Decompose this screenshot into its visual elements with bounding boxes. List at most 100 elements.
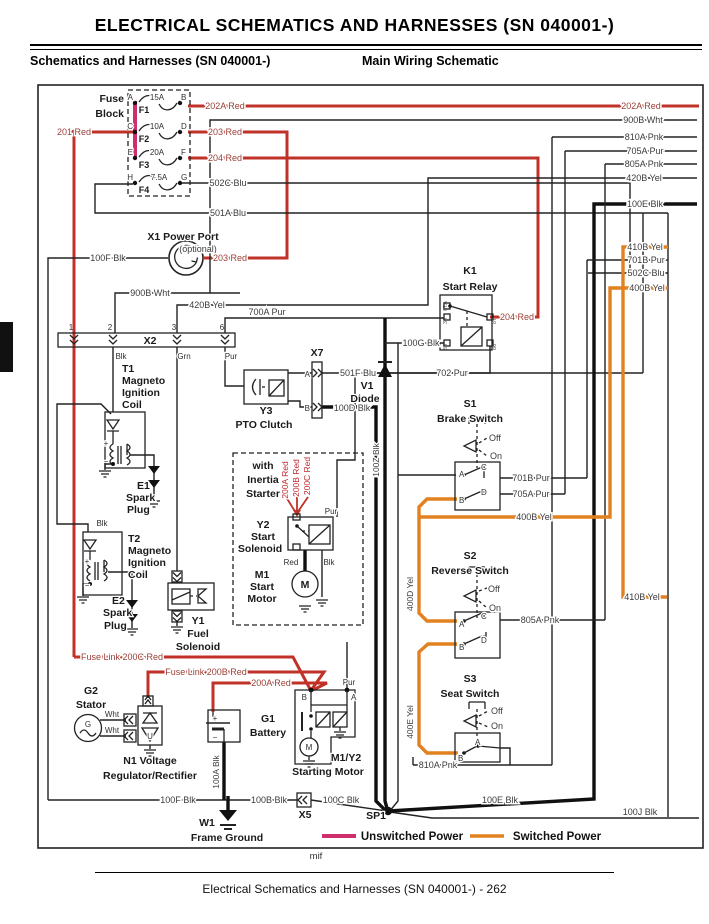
- label-b-65: B: [305, 404, 310, 413]
- label-coil-52: Coil: [128, 569, 148, 581]
- label-420b-yel-162: 420B Yel: [626, 173, 662, 183]
- label-100e-blk-155: 100E Blk: [482, 795, 519, 805]
- label-c-6: C: [127, 122, 133, 131]
- footer-rule: [95, 872, 614, 873]
- label-spark-46: Spark: [126, 492, 155, 504]
- label-c-86: C: [481, 463, 487, 472]
- label-g1-137: G1: [261, 713, 275, 725]
- wire-100d-blk: [322, 405, 389, 814]
- label-202a-red-19: 202A Red: [205, 101, 245, 111]
- label-with-110: with: [252, 460, 274, 472]
- label-200a-red-128: 200A Red: [251, 678, 291, 688]
- label-400b-yel-91: 400B Yel: [516, 512, 552, 522]
- label-d-7: D: [181, 122, 187, 131]
- label-wht-133: Wht: [105, 726, 120, 735]
- label-motor-124: Motor: [247, 593, 276, 605]
- label-b-3: B: [181, 93, 186, 102]
- label-410b-yel-168: 410B Yel: [624, 592, 660, 602]
- label-m1-y2-146: M1/Y2: [331, 752, 362, 764]
- wire-100j-blk: [389, 811, 699, 819]
- wire-t2-out: [108, 571, 133, 628]
- label--54: −: [85, 581, 90, 590]
- t2-coil-symbol: [76, 531, 139, 636]
- label-410b-yel-164: 410B Yel: [627, 242, 663, 252]
- label-805a-pnk-100: 805A Pnk: [521, 615, 560, 625]
- label-501f-blu-66: 501F Blu: [340, 368, 376, 378]
- label-y3-61: Y3: [260, 405, 273, 417]
- label-on-95: On: [489, 603, 501, 613]
- label-fuel-59: Fuel: [187, 628, 209, 640]
- label-15a-4: 15A: [150, 93, 165, 102]
- label-h-14: H: [127, 173, 133, 182]
- label-501a-blu-23: 501A Blu: [210, 208, 246, 218]
- wire-fuse-link-200b: [146, 670, 327, 698]
- x1-power-port-symbol: [168, 240, 204, 276]
- figure-heading: Main Wiring Schematic: [362, 54, 499, 68]
- label-switched-power-170: Switched Power: [513, 831, 602, 843]
- label-d-88: D: [481, 488, 487, 497]
- wire-400-yel-s2-s3: [417, 642, 458, 755]
- sp1-splice-point: [383, 806, 393, 816]
- wire-702-pur: [336, 346, 491, 517]
- label-86-77: 86: [492, 344, 498, 350]
- page-edge-tab: [0, 322, 13, 372]
- label-a-106: A: [475, 738, 481, 747]
- label-e2-55: E2: [112, 595, 125, 607]
- label-400b-yel-167: 400B Yel: [629, 283, 665, 293]
- wire-900b-wht-a: [114, 292, 240, 333]
- label-u-136: U: [147, 732, 153, 741]
- label-e1-45: E1: [137, 480, 150, 492]
- label-red-120: Red: [284, 558, 299, 567]
- label-200c-red-115: 200C Red: [302, 457, 312, 496]
- label-pur-116: Pur: [325, 507, 338, 516]
- label-502c-blu-166: 502C Blu: [627, 268, 664, 278]
- label-b-142: B: [302, 693, 307, 702]
- label-sp1-152: SP1: [366, 810, 386, 822]
- label-w1-153: W1: [199, 817, 215, 829]
- label-a-96: A: [459, 620, 465, 629]
- w1-frame-ground-symbol: [219, 810, 237, 830]
- label-magneto-40: Magneto: [122, 375, 165, 387]
- label-grn-37: Grn: [177, 352, 190, 361]
- label-t1-39: T1: [122, 363, 134, 375]
- x2-connector-symbol: [57, 332, 236, 348]
- s2-reverse-switch-symbol: [454, 566, 501, 659]
- label-magneto-50: Magneto: [128, 545, 171, 557]
- label-pur-144: Pur: [343, 678, 356, 687]
- s1-brake-switch-symbol: [454, 416, 501, 511]
- label-g2-129: G2: [84, 685, 98, 697]
- label-700a-pur-30: 700A Pur: [248, 307, 285, 317]
- footer-text: Electrical Schematics and Harnesses (SN …: [202, 882, 507, 896]
- label-t2-49: T2: [128, 533, 140, 545]
- components-layer: [0, 84, 704, 849]
- label-420b-yel-29: 420B Yel: [189, 300, 225, 310]
- label-100z-blk-70: 100Z Blk: [371, 442, 381, 476]
- label-frame-ground-154: Frame Ground: [191, 832, 263, 844]
- label-s1-81: S1: [464, 398, 477, 410]
- wire-100z-blk: [383, 318, 390, 813]
- label-off-104: Off: [491, 706, 503, 716]
- label-f1-5: F1: [139, 105, 150, 115]
- label-100a-blk-141: 100A Blk: [211, 754, 221, 788]
- label-block-1: Block: [95, 108, 124, 120]
- label-brake-switch-82: Brake Switch: [437, 413, 503, 425]
- label-b-107: B: [458, 754, 463, 763]
- wire-204-red: [188, 156, 540, 319]
- label-pto-clutch-62: PTO Clutch: [236, 419, 293, 431]
- label-203-red-20: 203 Red: [208, 127, 242, 137]
- label--53: +: [85, 557, 90, 566]
- label-g-15: G: [181, 173, 187, 182]
- label-702-pur-80: 702 Pur: [436, 368, 468, 378]
- y1-fuel-solenoid-symbol: [167, 570, 215, 634]
- label-b-87: B: [459, 496, 464, 505]
- label-c-97: C: [481, 612, 487, 621]
- label-seat-switch-103: Seat Switch: [441, 688, 500, 700]
- label-e-10: E: [128, 148, 133, 157]
- label-starting-motor-147: Starting Motor: [292, 766, 364, 778]
- label-100e-blk-163: 100E Blk: [627, 199, 664, 209]
- section-heading: Schematics and Harnesses (SN 040001-): [30, 54, 271, 68]
- label-ignition-41: Ignition: [122, 387, 160, 399]
